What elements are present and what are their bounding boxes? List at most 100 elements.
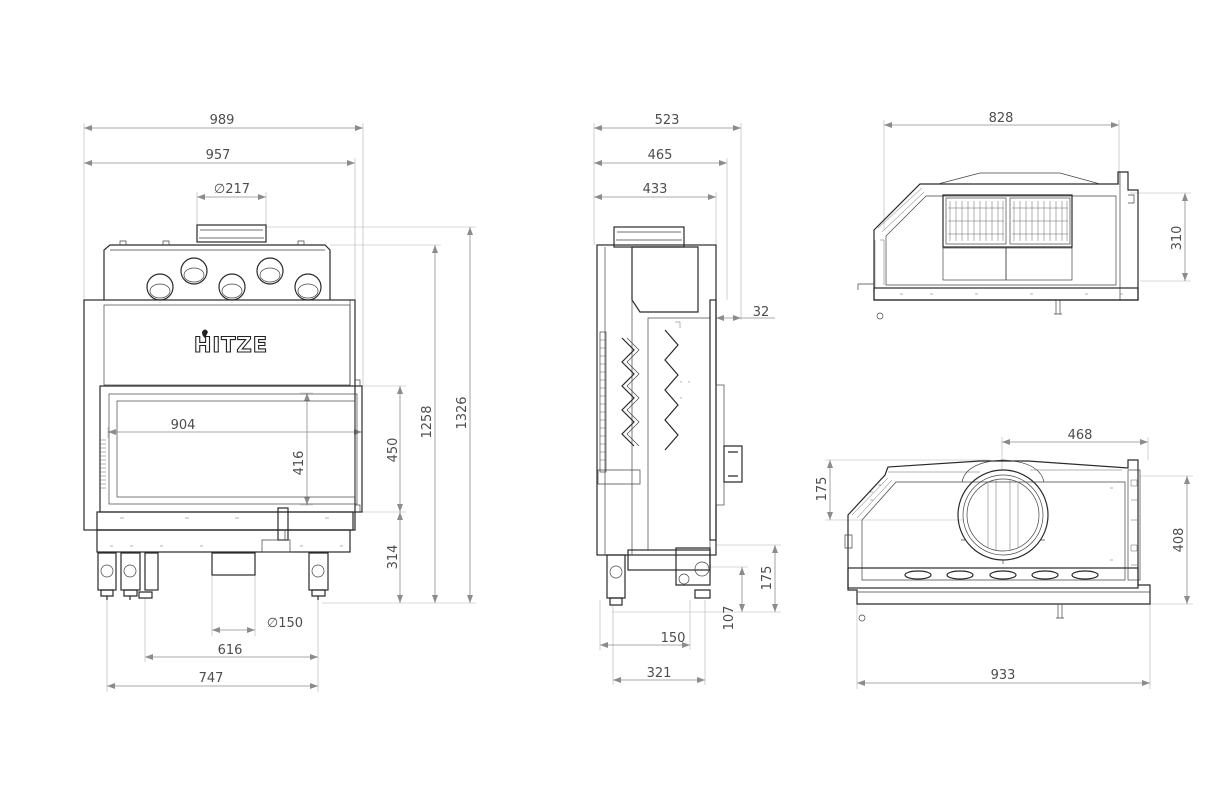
convection-port-inner: [183, 267, 205, 283]
front-leg-span-inner-label: 616: [218, 643, 243, 658]
front-leg-span-outer-label: 747: [199, 671, 224, 686]
top-air-lever: [1054, 300, 1062, 315]
side-rear-adjuster: [694, 561, 710, 577]
side-vent-slots: [600, 339, 606, 461]
side-depth-mid-label: 465: [648, 148, 673, 163]
top-side-brackets: [857, 172, 1135, 300]
side-flue-collar: [613, 226, 685, 248]
bottom-air-port: [946, 570, 974, 580]
bottom-width-label: 933: [991, 668, 1016, 683]
door-frame: [99, 385, 363, 513]
brand-logo: HITZE: [194, 333, 268, 357]
bottom-depth-label: 408: [1172, 528, 1187, 553]
bottom-air-ports: [904, 570, 1099, 580]
leg-adjuster: [311, 564, 325, 578]
side-leg-span-label: 321: [647, 666, 672, 681]
flame-icon: [202, 329, 208, 338]
top-width-label: 828: [989, 111, 1014, 126]
top-dimension-labels: 828 310: [989, 111, 1185, 250]
front-legs: [97, 552, 329, 600]
ash-compartment-right: [1005, 247, 1073, 281]
side-door-offset-label: 32: [753, 305, 770, 320]
side-foot-span-label: 150: [661, 631, 686, 646]
top-inner-shell: [885, 195, 1117, 286]
leg-foot: [100, 589, 114, 600]
bottom-air-port: [1071, 570, 1099, 580]
side-dimension-labels: 523 465 433 32 175 107 150 321: [643, 113, 775, 681]
rear-flue-inner: [966, 478, 1040, 552]
base-plate: [96, 529, 351, 553]
bottom-front-rail: [857, 591, 1150, 619]
grate-frame: [942, 194, 1073, 248]
grate-panel-right: [1009, 197, 1071, 245]
side-depth-total-label: 523: [655, 113, 680, 128]
bottom-wall-holes: [870, 484, 1113, 561]
bottom-air-port: [989, 570, 1017, 580]
convection-port: [218, 273, 246, 301]
convection-port: [256, 257, 284, 285]
top-extension-lines: [883, 120, 1191, 282]
side-body-panels: [604, 247, 633, 555]
top-lever-knob: [876, 312, 884, 320]
top-flue-collar: [196, 224, 267, 243]
door-handle: [277, 507, 289, 541]
bottom-right-wall-details: [1130, 479, 1138, 566]
flue-collar-rings: [199, 229, 264, 239]
convection-port-inner: [259, 267, 281, 283]
top-hood: [103, 244, 331, 300]
front-glass-height-label: 416: [292, 451, 307, 476]
front-top-flue-label: ∅217: [214, 182, 250, 197]
convection-port-inner: [149, 283, 171, 299]
side-hood: [631, 246, 699, 313]
side-door-knob: [723, 445, 743, 483]
side-leg-adjuster: [609, 565, 623, 579]
leg: [144, 552, 159, 591]
leg-adjuster: [123, 564, 137, 578]
door-latch-marks: [355, 379, 361, 512]
side-base-height-label: 175: [760, 566, 775, 591]
side-baffle-zigzag-right: [664, 329, 679, 451]
convection-port: [146, 273, 174, 301]
side-vent-strip: [599, 331, 607, 473]
top-front-rail: [873, 287, 1139, 301]
bottom-side-knob: [844, 534, 853, 549]
rear-flue-outlet: [957, 469, 1049, 561]
bottom-air-inlet: [211, 552, 256, 576]
convection-port: [180, 257, 208, 285]
ash-drawer-frame: [96, 511, 354, 531]
bottom-extension-lines: [825, 437, 1193, 689]
leg-foot: [138, 591, 153, 599]
rear-flue-ring: [962, 474, 1044, 556]
top-depth-label: 310: [1170, 226, 1185, 251]
top-dimension-lines: [883, 120, 1191, 282]
bottom-right-wall: [1127, 469, 1141, 581]
side-front-foot: [609, 597, 623, 606]
bottom-flue-offset-x-label: 468: [1068, 428, 1093, 443]
door-glass: [116, 400, 356, 498]
side-rear-bolt: [678, 573, 690, 585]
hood-top-band: [110, 240, 325, 251]
rear-flue-bolts: [961, 539, 1045, 564]
front-body-width-label: 957: [206, 148, 231, 163]
bottom-inner-shell: [861, 481, 1126, 581]
front-overall-width-label: 989: [210, 113, 235, 128]
bottom-view: 468 175 408 933: [815, 428, 1193, 689]
bottom-air-port: [904, 570, 932, 580]
side-door-frame: [709, 299, 717, 541]
bottom-wall-lines: [851, 469, 1122, 519]
front-view: 989 957 ∅217 904 416 450 314 1258 1326 ∅…: [83, 113, 476, 692]
front-body-height-label: 1258: [420, 405, 435, 438]
bottom-outer-shell: [847, 459, 1151, 605]
door-hinge-grille: [100, 439, 106, 489]
side-appliance-outline: [596, 226, 743, 606]
grate-bars: [948, 201, 1068, 241]
bottom-flue-offset-y-label: 175: [815, 477, 830, 502]
side-inner-marks: [675, 321, 690, 399]
bottom-port-panel: [847, 567, 1139, 589]
side-dimension-lines: [593, 123, 781, 685]
side-base: [627, 549, 711, 571]
ash-compartment-left: [942, 247, 1007, 281]
grate-panel-left: [945, 197, 1007, 245]
rear-flue-throttle: [987, 480, 1019, 550]
